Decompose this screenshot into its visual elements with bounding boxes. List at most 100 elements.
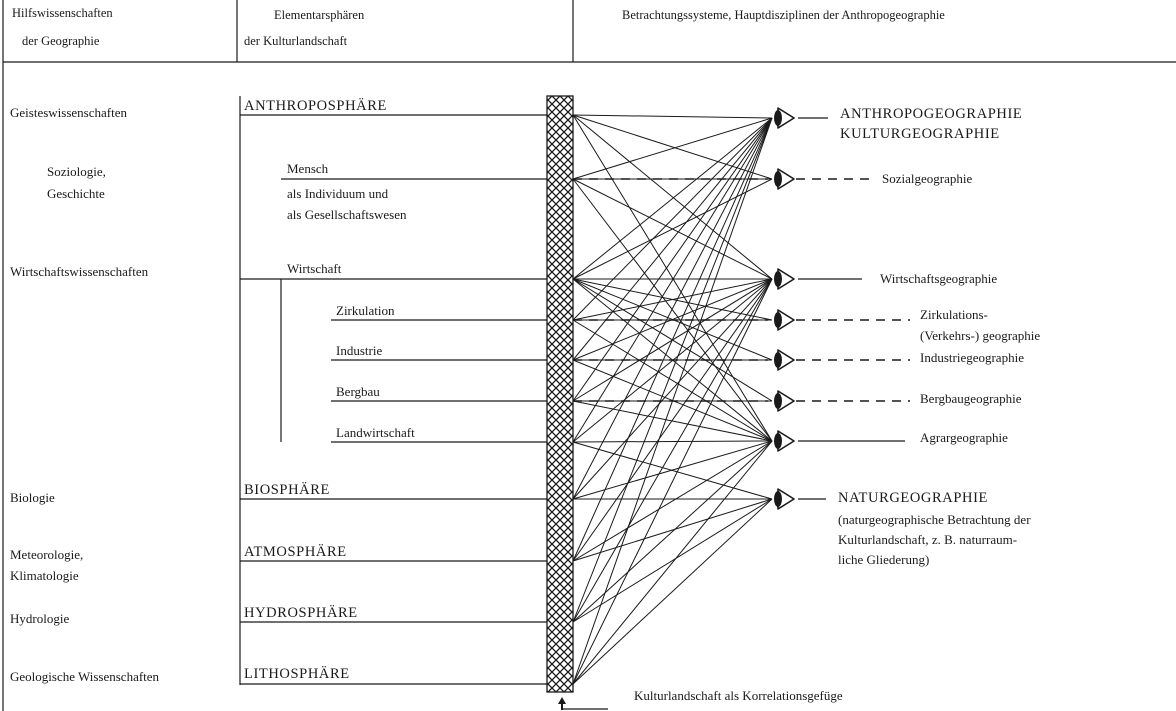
- link-mensch-agrargeographie: [572, 178, 773, 442]
- link-lithosphaere-naturgeographie: [572, 498, 773, 685]
- link-anthroposphaere-sozialgeographie: [572, 114, 773, 180]
- sphere-lithosphaere: LITHOSPHÄRE: [244, 665, 350, 682]
- eye-pupil: [774, 271, 782, 287]
- spheres-column: ANTHROPOSPHÄRE Mensch als Individuum und…: [244, 97, 415, 682]
- header-hilfswissenschaften: Hilfswissenschaften: [12, 6, 113, 20]
- link-hydrosphaere-naturgeographie: [572, 498, 773, 623]
- eye-icon-naturgeographie: [774, 488, 795, 510]
- discipline-industriegeographie: Industriegeographie: [920, 350, 1024, 365]
- header-row: Hilfswissenschaften der Geographie Eleme…: [12, 6, 945, 48]
- header-der-kulturlandschaft: der Kulturlandschaft: [244, 34, 348, 48]
- sphere-mensch: Mensch: [287, 161, 329, 176]
- link-mensch-anthropogeographie: [572, 117, 773, 180]
- link-zirkulation-agrargeographie: [572, 319, 773, 442]
- link-wirtschaft-anthropogeographie: [572, 117, 773, 280]
- discipline-natur-note-3: liche Gliederung): [838, 552, 929, 567]
- science-hydrologie: Hydrologie: [10, 611, 69, 626]
- eye-icon-anthropogeographie: [774, 107, 795, 129]
- science-meteorologie: Meteorologie,: [10, 547, 83, 562]
- science-klimatologie: Klimatologie: [10, 568, 79, 583]
- science-wirtschaftswissenschaften: Wirtschaftswissenschaften: [10, 264, 149, 279]
- eye-pupil: [774, 312, 782, 328]
- correlation-bar: [546, 95, 574, 693]
- discipline-natur-note-2: Kulturlandschaft, z. B. naturraum-: [838, 532, 1017, 547]
- discipline-natur-note-1: (naturgeographische Betrachtung der: [838, 512, 1031, 527]
- link-hydrosphaere-agrargeographie: [572, 440, 773, 623]
- link-anthroposphaere-anthropogeographie: [572, 114, 773, 119]
- science-biologie: Biologie: [10, 490, 55, 505]
- discipline-agrargeographie: Agrargeographie: [920, 430, 1008, 445]
- link-atmosphaere-agrargeographie: [572, 440, 773, 562]
- discipline-wirtschaftsgeographie: Wirtschaftsgeographie: [880, 271, 997, 286]
- header-der-geographie: der Geographie: [22, 34, 100, 48]
- eye-pupil: [774, 491, 782, 507]
- header-betrachtungssysteme: Betrachtungssysteme, Hauptdisziplinen de…: [622, 8, 945, 22]
- link-industrie-anthropogeographie: [572, 117, 773, 361]
- disciplines-column: ANTHROPOGEOGRAPHIE KULTURGEOGRAPHIE Sozi…: [838, 106, 1040, 567]
- footer-pointer: Kulturlandschaft als Korrelationsgefüge: [558, 688, 843, 710]
- sphere-wirtschaft: Wirtschaft: [287, 261, 342, 276]
- sphere-underlines: [240, 114, 547, 685]
- science-geisteswissenschaften: Geisteswissenschaften: [10, 105, 127, 120]
- link-zirkulation-anthropogeographie: [572, 117, 773, 321]
- science-geologische-wissenschaften: Geologische Wissenschaften: [10, 669, 160, 684]
- eye-icon-zirkulationsgeographie: [774, 309, 795, 331]
- link-zirkulation-wirtschaftsgeographie: [572, 278, 773, 321]
- discipline-sozialgeographie: Sozialgeographie: [882, 171, 972, 186]
- eye-pupil: [774, 433, 782, 449]
- link-atmosphaere-anthropogeographie: [572, 117, 773, 562]
- link-biosphaere-agrargeographie: [572, 440, 773, 500]
- link-bergbau-anthropogeographie: [572, 117, 773, 402]
- eye-icon-agrargeographie: [774, 430, 795, 452]
- eye-markers: [774, 107, 905, 510]
- sphere-zirkulation: Zirkulation: [336, 303, 395, 318]
- link-lithosphaere-wirtschaftsgeographie: [572, 278, 773, 685]
- eye-pupil: [774, 110, 782, 126]
- link-landwirtschaft-anthropogeographie: [572, 117, 773, 443]
- link-biosphaere-anthropogeographie: [572, 117, 773, 500]
- eye-icon-sozialgeographie: [774, 168, 795, 190]
- link-hydrosphaere-wirtschaftsgeographie: [572, 278, 773, 623]
- sphere-landwirtschaft: Landwirtschaft: [336, 425, 415, 440]
- up-arrow-icon: [558, 697, 566, 710]
- link-biosphaere-wirtschaftsgeographie: [572, 278, 773, 500]
- sciences-column: Geisteswissenschaften Soziologie, Geschi…: [10, 105, 160, 684]
- link-hydrosphaere-anthropogeographie: [572, 117, 773, 623]
- sphere-bergbau: Bergbau: [336, 384, 380, 399]
- dashed-lines: [573, 178, 910, 402]
- link-landwirtschaft-agrargeographie: [572, 440, 773, 443]
- link-anthroposphaere-wirtschaftsgeographie: [572, 114, 773, 280]
- eye-icon-industriegeographie: [774, 349, 795, 371]
- header-elementarsphaeren: Elementarsphären: [274, 8, 365, 22]
- link-lithosphaere-agrargeographie: [572, 440, 773, 685]
- eye-pupil: [774, 393, 782, 409]
- link-atmosphaere-wirtschaftsgeographie: [572, 278, 773, 562]
- sphere-brackets: [239, 96, 282, 685]
- science-soziologie: Soziologie,: [47, 164, 106, 179]
- sphere-mensch-individuum: als Individuum und: [287, 186, 389, 201]
- eye-icon-wirtschaftsgeographie: [774, 268, 795, 290]
- discipline-naturgeographie: NATURGEOGRAPHIE: [838, 490, 988, 506]
- eye-icon-bergbaugeographie: [774, 390, 795, 412]
- sphere-hydrosphaere: HYDROSPHÄRE: [244, 604, 358, 621]
- discipline-anthropogeographie: ANTHROPOGEOGRAPHIE: [840, 106, 1022, 122]
- link-anthroposphaere-agrargeographie: [572, 114, 773, 442]
- link-wirtschaft-sozialgeographie: [572, 178, 773, 280]
- discipline-zirkulationsgeographie-1: Zirkulations-: [920, 307, 988, 322]
- link-bergbau-agrargeographie: [572, 400, 773, 442]
- footer-korrelationsgefuege: Kulturlandschaft als Korrelationsgefüge: [634, 688, 843, 703]
- eye-pupil: [774, 171, 782, 187]
- connection-lines: [572, 114, 773, 685]
- link-atmosphaere-naturgeographie: [572, 498, 773, 562]
- sphere-anthroposphaere: ANTHROPOSPHÄRE: [244, 97, 387, 114]
- discipline-zirkulationsgeographie-2: (Verkehrs-) geographie: [920, 328, 1040, 343]
- sphere-industrie: Industrie: [336, 343, 382, 358]
- science-geschichte: Geschichte: [47, 186, 105, 201]
- sphere-mensch-gesellschaft: als Gesellschaftswesen: [287, 207, 407, 222]
- sphere-atmosphaere: ATMOSPHÄRE: [244, 543, 347, 560]
- sphere-biosphaere: BIOSPHÄRE: [244, 481, 330, 498]
- eye-pupil: [774, 352, 782, 368]
